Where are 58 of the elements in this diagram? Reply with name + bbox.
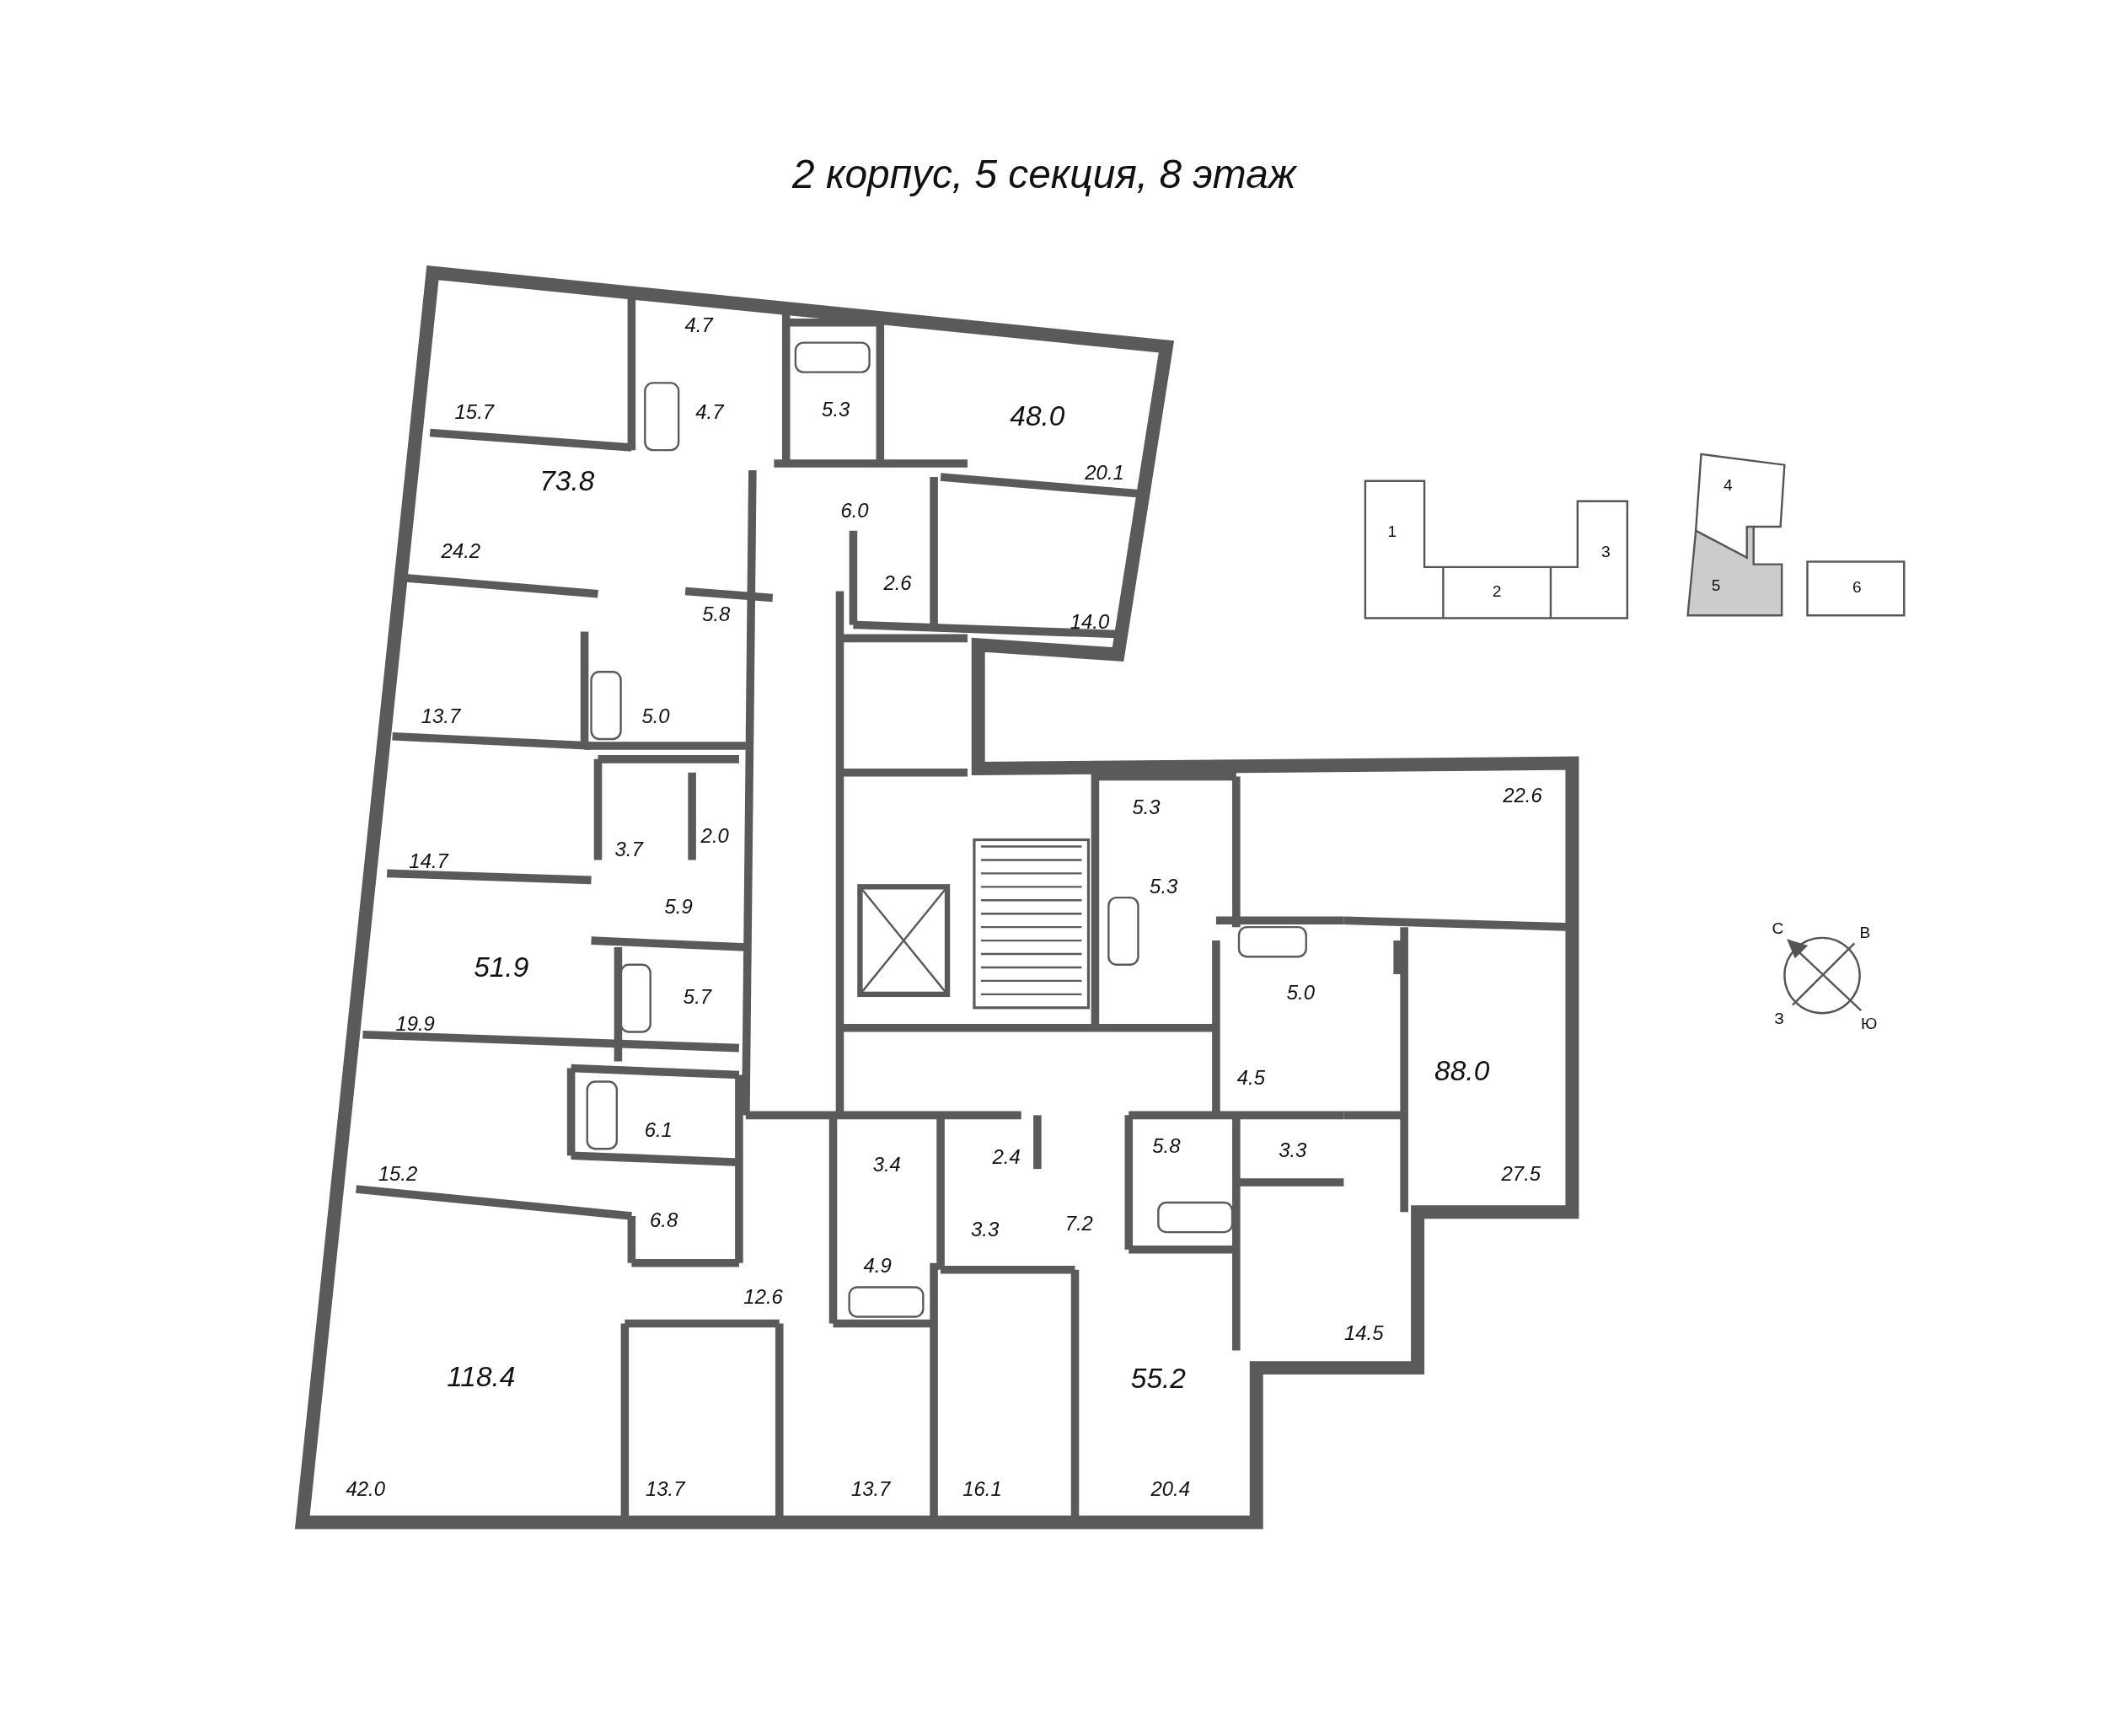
room-area: 20.1	[1085, 463, 1124, 484]
room-area: 5.3	[1132, 797, 1161, 818]
room-area: 4.7	[695, 402, 724, 423]
room-area: 22.6	[1503, 785, 1542, 806]
room-area: 14.0	[1070, 612, 1110, 633]
room-area: 5.8	[702, 603, 731, 624]
room-area: 16.1	[962, 1478, 1002, 1499]
room-area: 15.2	[378, 1164, 418, 1185]
apartment-area: 48.0	[1010, 402, 1065, 431]
room-area: 27.5	[1501, 1164, 1541, 1185]
room-area: 5.7	[683, 987, 712, 1007]
room-area: 5.9	[664, 897, 693, 918]
room-area: 13.7	[421, 705, 461, 726]
room-area: 7.2	[1064, 1214, 1093, 1235]
apartment-area: 73.8	[539, 467, 595, 496]
room-area: 3.7	[614, 839, 643, 860]
building-number: 2	[1492, 582, 1502, 600]
room-area: 3.4	[872, 1155, 901, 1176]
room-area: 3.3	[971, 1219, 1000, 1240]
room-area: 3.3	[1279, 1139, 1307, 1160]
room-area: 13.7	[850, 1478, 891, 1499]
building-number: 5	[1711, 577, 1721, 594]
room-area: 2.0	[700, 825, 729, 846]
room-area: 5.8	[1152, 1136, 1181, 1156]
room-area: 5.0	[641, 705, 670, 726]
room-area: 2.4	[992, 1146, 1021, 1167]
room-area: 5.3	[822, 399, 850, 421]
room-area: 4.5	[1236, 1067, 1265, 1088]
room-area: 24.2	[441, 540, 481, 561]
room-area: 20.4	[1150, 1478, 1190, 1499]
room-area: 4.9	[863, 1255, 892, 1276]
room-area: 12.6	[743, 1286, 783, 1307]
room-area: 6.8	[650, 1209, 678, 1230]
apartment-area: 55.2	[1130, 1364, 1186, 1393]
room-area: 5.0	[1286, 983, 1315, 1004]
compass-letter: С	[1772, 920, 1784, 937]
room-area: 6.1	[644, 1119, 673, 1140]
room-area: 14.7	[409, 851, 448, 871]
room-area: 5.3	[1150, 876, 1178, 897]
apartment-area: 118.4	[447, 1363, 516, 1391]
apartment-area: 51.9	[474, 953, 529, 982]
room-area: 2.6	[883, 573, 912, 593]
building-number: 4	[1724, 477, 1733, 494]
compass-letter: Ю	[1861, 1015, 1878, 1032]
compass-letter: З	[1774, 1010, 1784, 1027]
room-area: 6.0	[840, 500, 869, 521]
apartment-area: 88.0	[1434, 1057, 1490, 1085]
floor-title: 2 корпус, 5 секция, 8 этаж	[792, 154, 1296, 196]
compass-letter: В	[1859, 924, 1871, 941]
room-area: 13.7	[645, 1478, 685, 1499]
building-number: 3	[1600, 544, 1611, 560]
room-area: 4.7	[684, 314, 713, 335]
building-number: 6	[1852, 579, 1862, 596]
room-area: 19.9	[395, 1013, 435, 1034]
building-number: 1	[1387, 523, 1397, 540]
room-area: 42.0	[346, 1478, 385, 1499]
room-area: 15.7	[454, 402, 495, 423]
room-area: 14.5	[1344, 1322, 1384, 1343]
